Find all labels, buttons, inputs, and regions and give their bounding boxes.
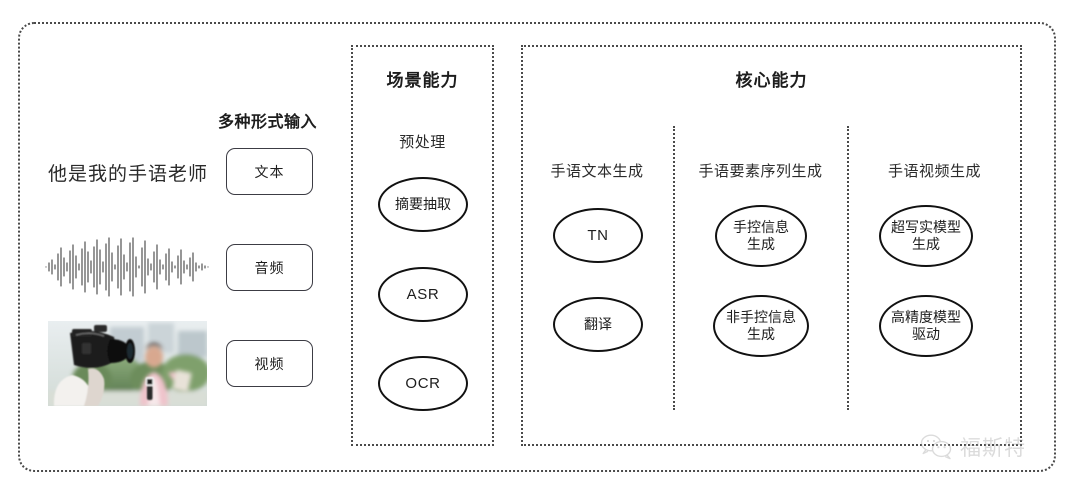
input-chip-audio-label: 音频 [254, 259, 285, 276]
core-group-caption-sign-elements: 手语要素序列生成 [698, 163, 823, 180]
core-panel-divider-1 [673, 126, 675, 410]
node-summary-extraction-label: 摘要抽取 [395, 196, 451, 213]
node-translation[interactable]: 翻译 [553, 297, 643, 352]
node-manual-info-generation[interactable]: 手控信息 生成 [715, 205, 807, 267]
node-nonmanual-info-generation[interactable]: 非手控信息 生成 [713, 295, 809, 357]
input-chip-text[interactable]: 文本 [226, 148, 313, 195]
node-photoreal-model-generation[interactable]: 超写实模型 生成 [879, 205, 973, 267]
core-group-caption-sign-video: 手语视频生成 [887, 163, 981, 180]
sample-sentence-text: 他是我的手语老师 [48, 164, 209, 185]
node-manual-info-generation-label: 手控信息 生成 [733, 219, 789, 252]
node-tn[interactable]: TN [553, 208, 643, 263]
node-ocr[interactable]: OCR [378, 356, 468, 411]
wechat-icon [920, 434, 952, 460]
watermark-text: 福斯特 [960, 437, 1026, 460]
input-chip-text-label: 文本 [254, 163, 285, 180]
node-photoreal-model-generation-label: 超写实模型 生成 [891, 219, 961, 252]
core-capability-panel [521, 45, 1022, 446]
node-ocr-label: OCR [405, 374, 441, 392]
node-summary-extraction[interactable]: 摘要抽取 [378, 177, 468, 232]
input-chip-video-label: 视频 [254, 355, 285, 372]
diagram-outer-frame [18, 22, 1056, 472]
input-chip-video[interactable]: 视频 [226, 340, 313, 387]
core-panel-divider-2 [847, 126, 849, 410]
audio-waveform-icon [45, 237, 209, 297]
node-nonmanual-info-generation-label: 非手控信息 生成 [726, 309, 796, 342]
input-chip-audio[interactable]: 音频 [226, 244, 313, 291]
scene-capability-panel [351, 45, 494, 446]
node-asr-label: ASR [406, 285, 440, 303]
node-translation-label: 翻译 [584, 316, 612, 333]
scene-capability-title: 场景能力 [386, 71, 459, 90]
scene-group-caption-preprocess: 预处理 [399, 134, 446, 151]
core-capability-title: 核心能力 [735, 71, 808, 90]
node-asr[interactable]: ASR [378, 267, 468, 322]
node-tn-label: TN [587, 226, 609, 244]
video-thumbnail-icon [48, 321, 207, 406]
node-highprecision-model-driving-label: 高精度模型 驱动 [891, 309, 961, 342]
input-section-heading: 多种形式输入 [218, 114, 318, 131]
core-group-caption-sign-text: 手语文本生成 [550, 163, 644, 180]
node-highprecision-model-driving[interactable]: 高精度模型 驱动 [879, 295, 973, 357]
watermark: 福斯特 [920, 432, 1026, 462]
